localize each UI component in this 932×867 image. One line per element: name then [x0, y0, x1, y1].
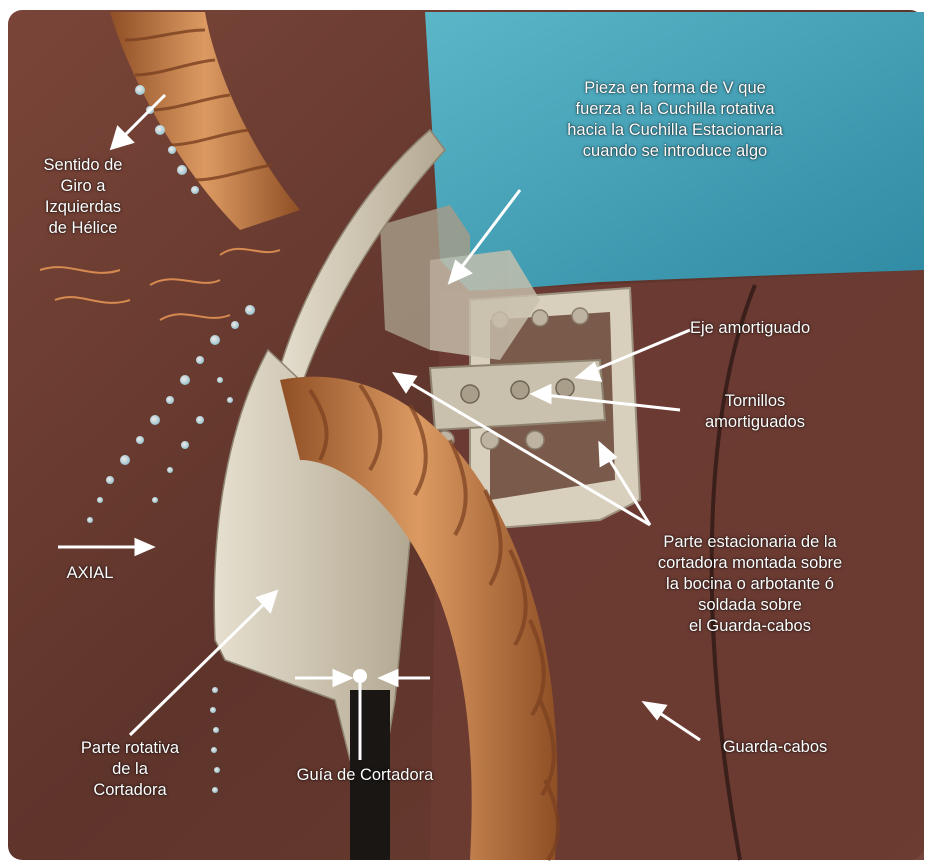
label-tornillos: Tornillos amortiguados	[690, 391, 820, 433]
label-guarda-cabos: Guarda-cabos	[700, 737, 850, 758]
label-pieza-v: Pieza en forma de V que fuerza a la Cuch…	[545, 78, 805, 162]
label-sentido-giro: Sentido de Giro a Izquierdas de Hélice	[22, 155, 144, 239]
label-parte-rotativa: Parte rotativa de la Cortadora	[60, 738, 200, 801]
label-axial: AXIAL	[50, 563, 130, 584]
label-guia-cortadora: Guía de Cortadora	[270, 765, 460, 786]
label-parte-estacionaria: Parte estacionaria de la cortadora monta…	[630, 532, 870, 637]
label-eje-amortiguado: Eje amortiguado	[690, 318, 860, 339]
